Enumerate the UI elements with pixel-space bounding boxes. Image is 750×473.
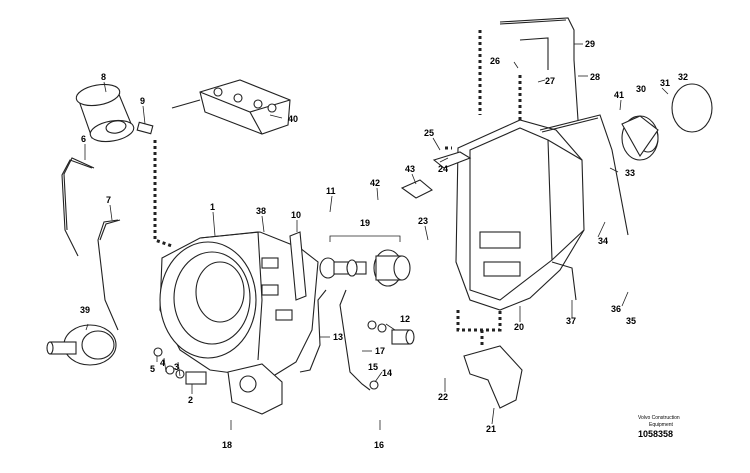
callout-30: 30 (636, 84, 646, 94)
callout-8: 8 (101, 72, 106, 82)
callout-27: 27 (545, 76, 555, 86)
callout-15: 15 (368, 362, 378, 372)
footer-block: Volvo Construction Equipment 1058358 (638, 415, 680, 439)
callout-22: 22 (438, 392, 448, 402)
callout-7: 7 (106, 195, 111, 205)
leader-lines (84, 43, 669, 430)
callout-35: 35 (626, 316, 636, 326)
pipes-13-17 (299, 289, 371, 391)
callout-25: 25 (424, 128, 434, 138)
callout-12: 12 (400, 314, 410, 324)
transmission-case (455, 119, 585, 311)
bracket (400, 151, 472, 199)
o-ring (671, 83, 713, 133)
callout-36: 36 (611, 304, 621, 314)
callout-23: 23 (418, 216, 428, 226)
pipes-6-7 (61, 157, 121, 331)
tube (289, 231, 307, 301)
callout-21: 21 (486, 424, 496, 434)
plug (367, 320, 415, 345)
callout-33: 33 (625, 168, 635, 178)
callout-14: 14 (382, 368, 392, 378)
callout-labels: 8 9 40 6 7 1 38 10 11 19 12 13 17 15 14 … (80, 39, 688, 450)
callout-5: 5 (150, 364, 155, 374)
callout-37: 37 (566, 316, 576, 326)
callout-1: 1 (210, 202, 215, 212)
callout-20: 20 (514, 322, 524, 332)
callout-43: 43 (405, 164, 415, 174)
cover-segment (463, 345, 523, 409)
callout-3: 3 (174, 362, 179, 372)
drawing-number: 1058358 (638, 429, 673, 439)
pipe-33 (539, 114, 629, 236)
callout-28: 28 (590, 72, 600, 82)
callout-16: 16 (374, 440, 384, 450)
callout-10: 10 (291, 210, 301, 220)
callout-4: 4 (160, 358, 165, 368)
pipe-37 (551, 261, 577, 301)
pipe-28-29 (499, 17, 579, 121)
filter-nipple (136, 121, 154, 135)
callout-31: 31 (660, 78, 670, 88)
callout-42: 42 (370, 178, 380, 188)
footer-brand-line2: Equipment (649, 422, 674, 428)
callout-32: 32 (678, 72, 688, 82)
dashed-connectors (153, 30, 522, 345)
transmission-housing (159, 231, 319, 379)
callout-34: 34 (598, 236, 608, 246)
control-valve (171, 79, 291, 135)
callout-29: 29 (585, 39, 595, 49)
callout-19: 19 (360, 218, 370, 228)
housing-lower (227, 363, 283, 415)
callout-40: 40 (288, 114, 298, 124)
callout-6: 6 (81, 134, 86, 144)
small-parts (153, 347, 379, 390)
callout-18: 18 (222, 440, 232, 450)
callout-39: 39 (80, 305, 90, 315)
callout-13: 13 (333, 332, 343, 342)
callout-24: 24 (438, 164, 448, 174)
callout-38: 38 (256, 206, 266, 216)
callout-2: 2 (188, 395, 193, 405)
footer-brand-line1: Volvo Construction (638, 415, 680, 421)
oil-filter (75, 83, 135, 143)
pump (46, 324, 117, 366)
callout-9: 9 (140, 96, 145, 106)
callout-41: 41 (614, 90, 624, 100)
cover-30 (621, 115, 659, 161)
callout-11: 11 (326, 186, 336, 196)
callout-17: 17 (375, 346, 385, 356)
shaft-assembly (319, 235, 411, 287)
callout-26: 26 (490, 56, 500, 66)
